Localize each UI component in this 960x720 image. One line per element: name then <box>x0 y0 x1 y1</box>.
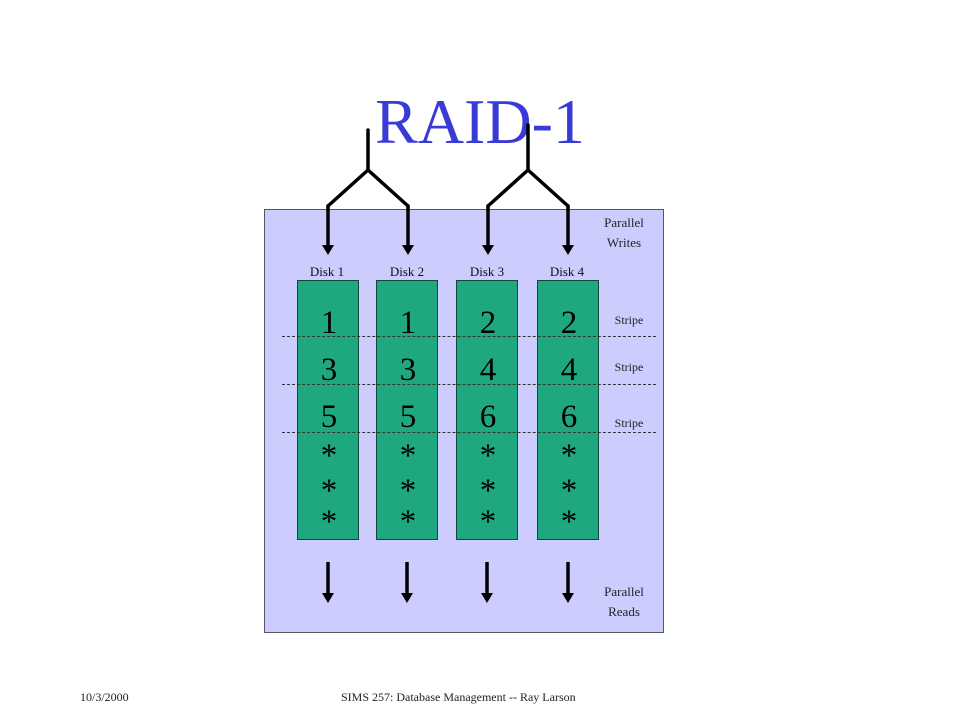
disk-1-block-3: 5 <box>320 399 338 435</box>
disk-label-4: Disk 4 <box>549 264 585 279</box>
disk-1-block-2: 3 <box>320 352 338 388</box>
disk-2-block-2: 3 <box>399 352 417 388</box>
write-arrow-left <box>322 128 414 255</box>
disk-2-block-6: * <box>399 504 417 540</box>
read-arrows <box>322 562 574 603</box>
parallel-reads-line-1: Parallel <box>604 584 644 599</box>
stripe-label-1: Stripe <box>614 313 644 327</box>
disk-4-block-4: * <box>560 438 578 474</box>
parallel-writes-line-2: Writes <box>606 235 642 250</box>
parallel-reads-label: Parallel Reads <box>589 582 659 622</box>
disk-label-2: Disk 2 <box>389 264 425 279</box>
stripe-divider-2 <box>282 384 656 385</box>
disk-4-block-1: 2 <box>560 305 578 341</box>
disk-4-block-3: 6 <box>560 399 578 435</box>
disk-label-3: Disk 3 <box>469 264 505 279</box>
slide-title: RAID-1 <box>375 86 585 157</box>
parallel-reads-line-2: Reads <box>608 604 640 619</box>
parallel-writes-line-1: Parallel <box>604 215 644 230</box>
disk-2-block-5: * <box>399 473 417 509</box>
stripe-divider-3 <box>282 432 656 433</box>
disk-4: 2 4 6 * * * <box>537 280 599 540</box>
stripe-label-3: Stripe <box>614 416 644 430</box>
disk-3-block-2: 4 <box>479 352 497 388</box>
disk-3-block-4: * <box>479 438 497 474</box>
disk-2-block-4: * <box>399 438 417 474</box>
disk-1-block-4: * <box>320 438 338 474</box>
disk-2-block-3: 5 <box>399 399 417 435</box>
footer-date: 10/3/2000 <box>80 690 129 704</box>
disk-1-block-6: * <box>320 504 338 540</box>
parallel-writes-label: Parallel Writes <box>589 213 659 253</box>
disk-3-block-3: 6 <box>479 399 497 435</box>
disk-2: 1 3 5 * * * <box>376 280 438 540</box>
disk-3-block-6: * <box>479 504 497 540</box>
disk-1-block-5: * <box>320 473 338 509</box>
disk-3: 2 4 6 * * * <box>456 280 518 540</box>
write-arrow-right <box>482 123 574 255</box>
disk-4-block-2: 4 <box>560 352 578 388</box>
disk-1: 1 3 5 * * * <box>297 280 359 540</box>
disk-3-block-1: 2 <box>479 305 497 341</box>
stripe-label-2: Stripe <box>614 360 644 374</box>
disk-4-block-6: * <box>560 504 578 540</box>
stripe-divider-1 <box>282 336 656 337</box>
disk-label-1: Disk 1 <box>309 264 345 279</box>
disk-1-block-1: 1 <box>320 305 338 341</box>
footer-course: SIMS 257: Database Management -- Ray Lar… <box>341 690 576 704</box>
disk-3-block-5: * <box>479 473 497 509</box>
disk-4-block-5: * <box>560 473 578 509</box>
disk-2-block-1: 1 <box>399 305 417 341</box>
